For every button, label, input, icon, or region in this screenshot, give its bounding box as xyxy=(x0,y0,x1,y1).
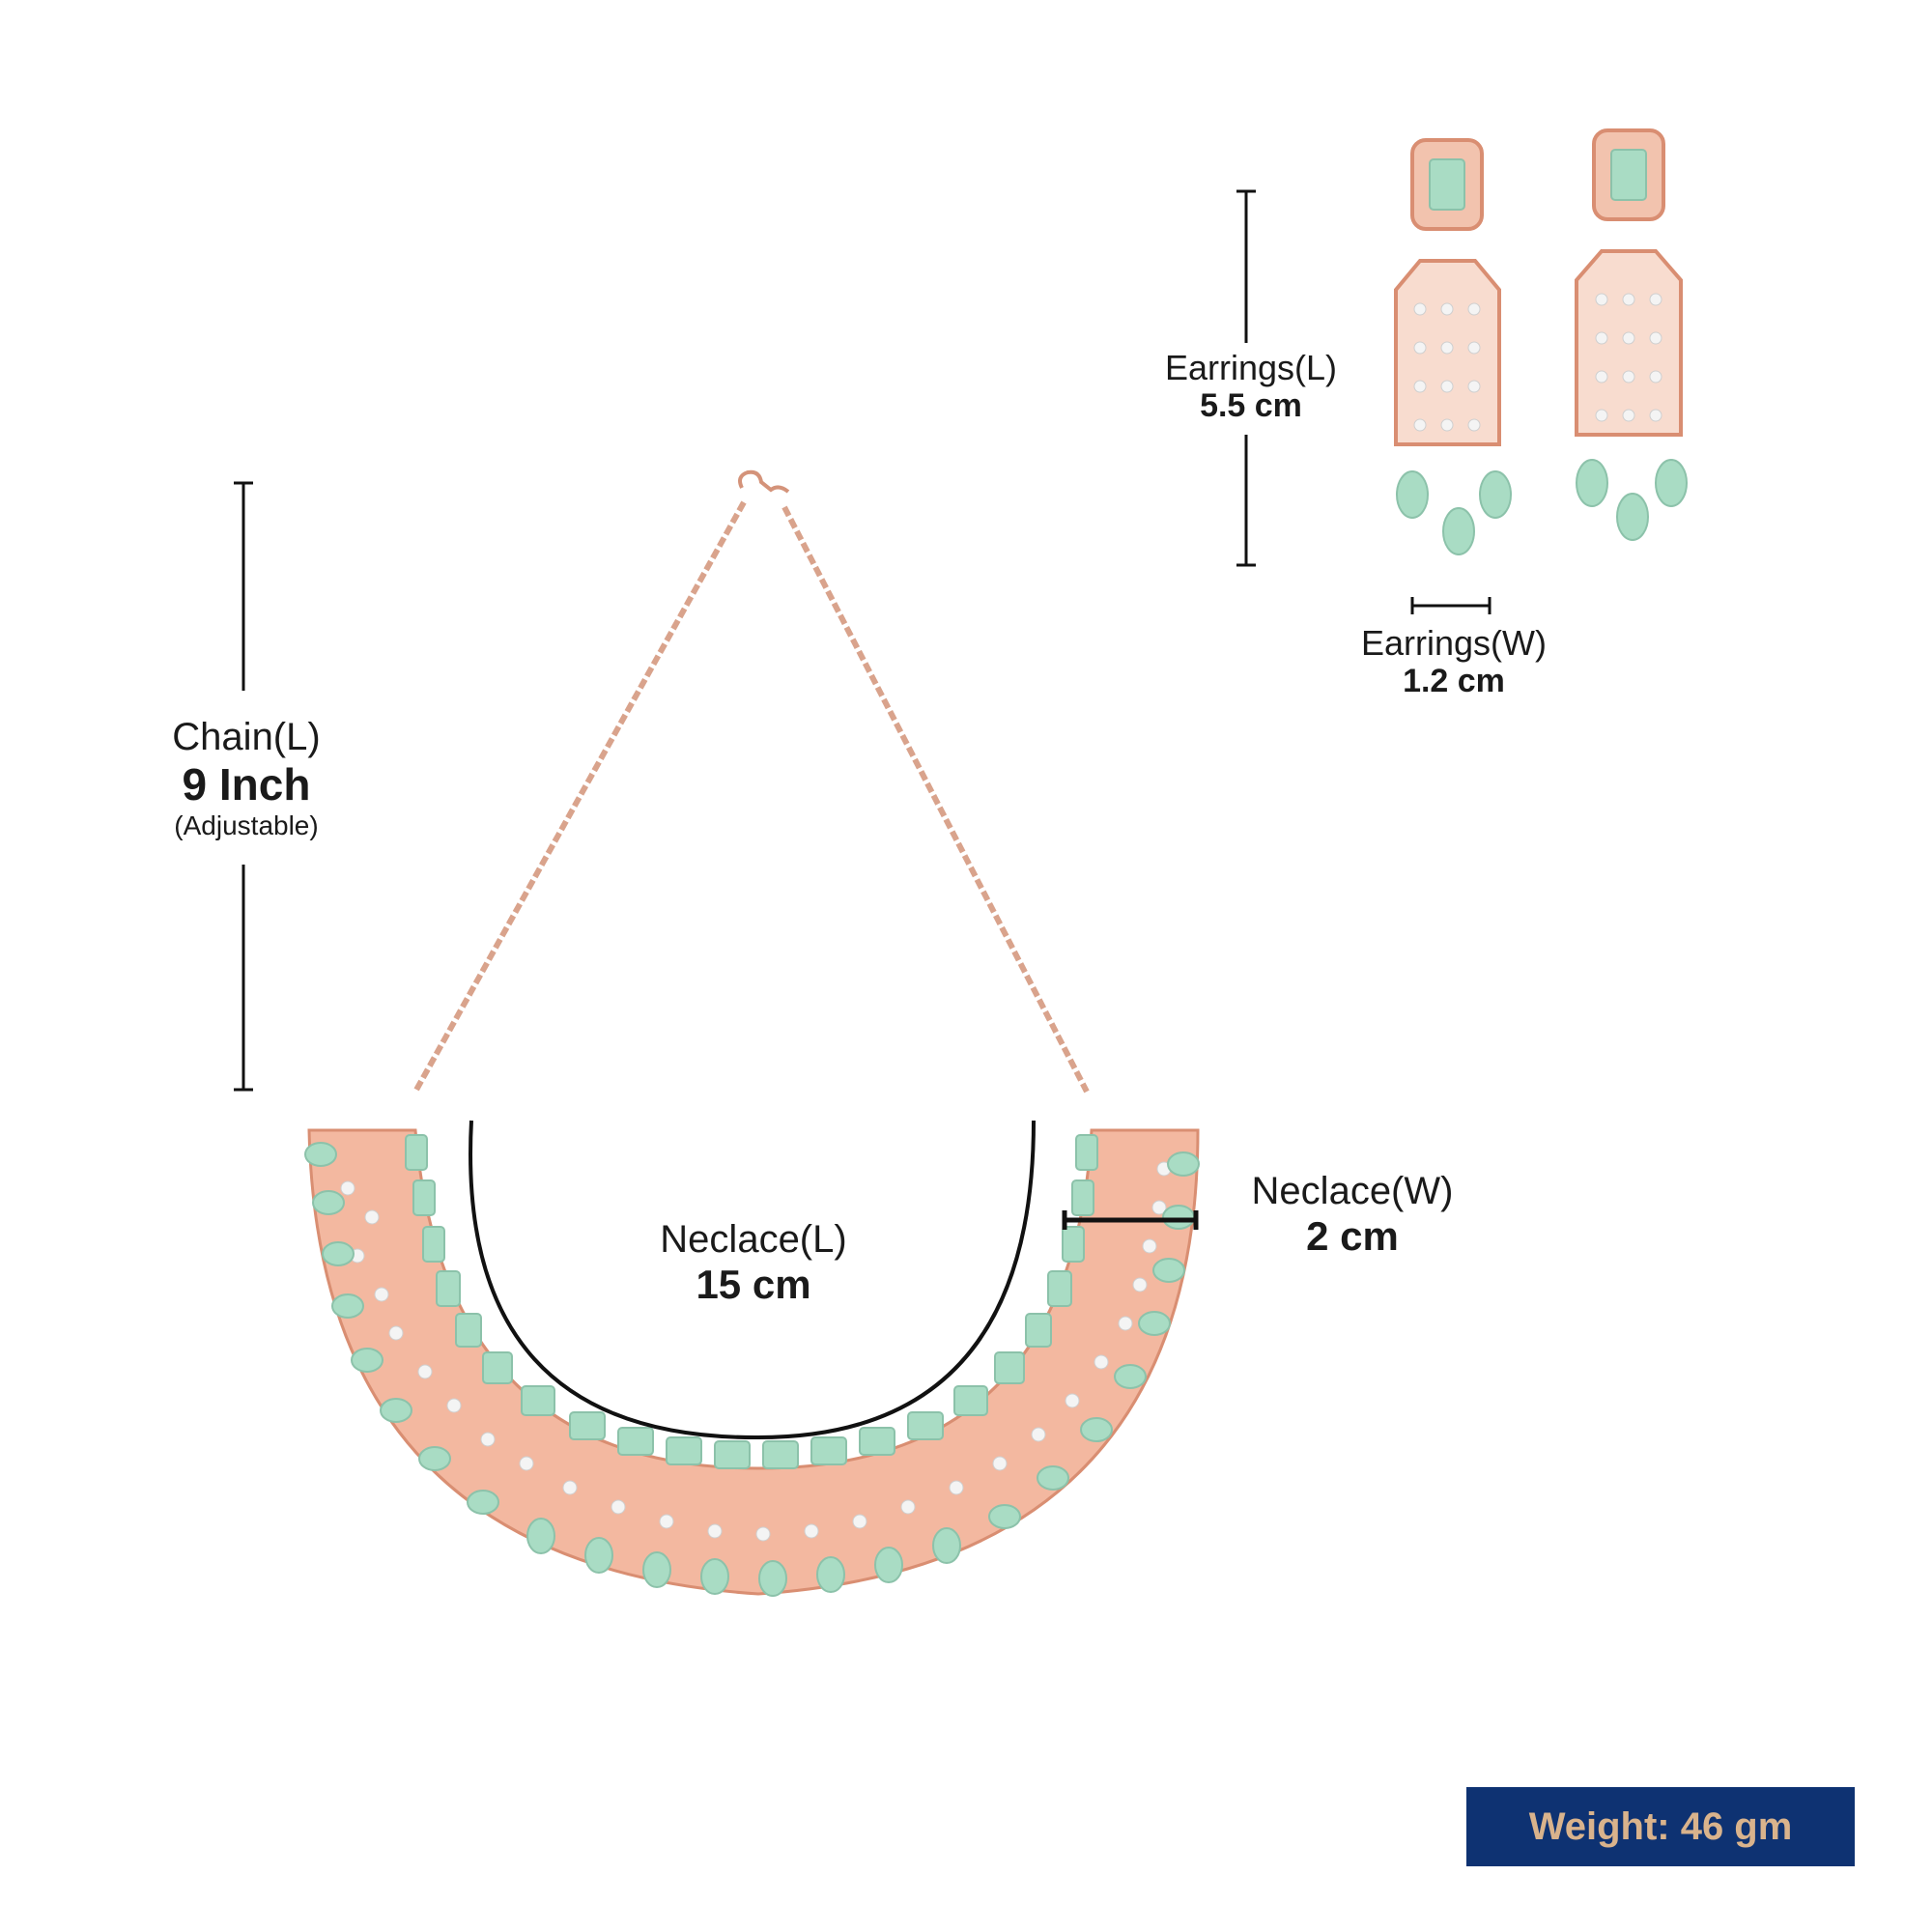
earrings-width-name: Earrings(W) xyxy=(1360,623,1547,663)
necklace-image xyxy=(304,469,1200,1597)
necklace-width-label: Neclace(W) 2 cm xyxy=(1227,1169,1478,1260)
weight-text: Weight: 46 gm xyxy=(1528,1804,1793,1848)
earrings-width-label: Earrings(W) 1.2 cm xyxy=(1333,623,1575,700)
necklace-length-value: 15 cm xyxy=(696,1262,811,1307)
necklace-width-name: Neclace(W) xyxy=(1251,1170,1454,1212)
chain-length-value: 9 Inch xyxy=(182,759,311,810)
earrings-image xyxy=(1394,128,1688,555)
necklace-length-name: Neclace(L) xyxy=(660,1218,847,1261)
chain-length-marker xyxy=(234,481,253,1092)
earrings-width-marker xyxy=(1410,597,1492,614)
weight-badge: Weight: 46 gm xyxy=(1466,1787,1855,1866)
earrings-width-value: 1.2 cm xyxy=(1403,663,1505,700)
earrings-length-value: 5.5 cm xyxy=(1200,387,1302,425)
necklace-length-marker xyxy=(469,1120,1036,1440)
chain-length-label: Chain(L) 9 Inch (Adjustable) xyxy=(126,715,367,841)
necklace-width-marker xyxy=(1062,1210,1199,1230)
chain-length-note: (Adjustable) xyxy=(174,810,319,840)
earrings-length-label: Earrings(L) 5.5 cm xyxy=(1145,348,1357,425)
necklace-length-label: Neclace(L) 15 cm xyxy=(618,1217,889,1308)
chain-length-name: Chain(L) xyxy=(172,716,321,758)
earrings-length-marker xyxy=(1236,189,1256,567)
necklace-width-value: 2 cm xyxy=(1306,1213,1399,1259)
earrings-length-name: Earrings(L) xyxy=(1164,348,1338,387)
